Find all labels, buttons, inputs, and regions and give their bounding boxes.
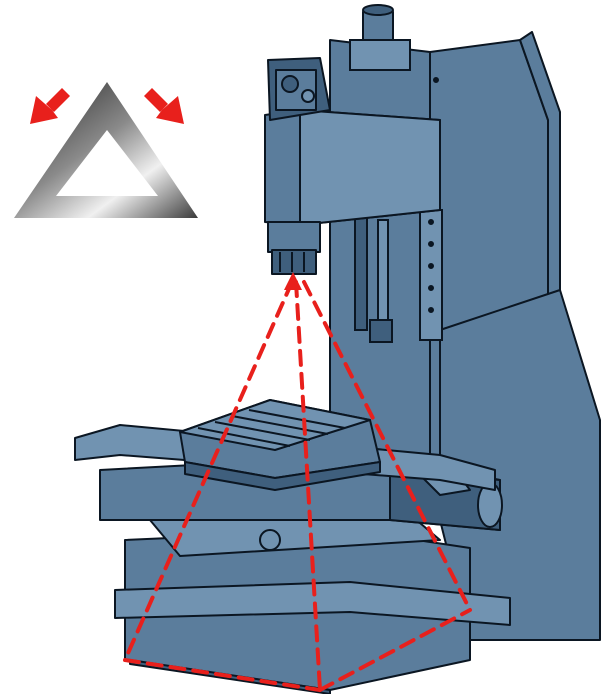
rigidity-triangle-icon <box>14 82 198 218</box>
force-path-line-3 <box>302 280 472 612</box>
column-guide-rods <box>354 209 443 343</box>
spindle-head <box>264 57 441 275</box>
force-path-arrowhead-icon <box>284 272 302 290</box>
force-path-line-5 <box>318 608 472 692</box>
force-path-line-2 <box>294 280 322 692</box>
machine-column <box>329 31 601 641</box>
left-force-arrow-icon <box>30 88 70 124</box>
spindle-motor <box>349 4 411 71</box>
force-path-line-1 <box>123 280 294 662</box>
force-path-line-4 <box>123 658 322 692</box>
right-force-arrow-icon <box>144 88 184 124</box>
